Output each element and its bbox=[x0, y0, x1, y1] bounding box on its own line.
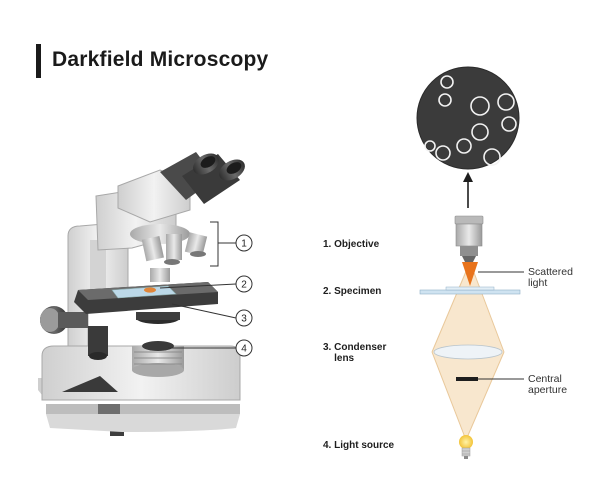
callout-light-source: 4 bbox=[168, 339, 253, 357]
microscope-nosepiece bbox=[130, 224, 208, 265]
microscope-head bbox=[117, 152, 245, 223]
page-title: Darkfield Microscopy bbox=[52, 48, 269, 71]
condenser-lens-icon bbox=[433, 344, 503, 360]
label-objective: 1. Objective bbox=[323, 239, 380, 250]
callout-number-3: 3 bbox=[241, 314, 247, 325]
label-specimen: 2. Specimen bbox=[323, 286, 382, 297]
callout-specimen: 2 bbox=[159, 275, 253, 293]
callout-condenser: 3 bbox=[171, 303, 253, 327]
light-cone-upper bbox=[432, 262, 504, 352]
label-central-aperture: Central aperture bbox=[528, 373, 568, 396]
light-path-schematic bbox=[416, 66, 524, 459]
specimen-slide-icon bbox=[419, 286, 521, 295]
microscope-light-housing bbox=[132, 341, 184, 377]
callout-objective: 1 bbox=[210, 221, 253, 267]
light-cone-lower bbox=[432, 352, 504, 440]
microscope-illustration bbox=[38, 152, 245, 436]
label-scattered-light: Scattered light bbox=[528, 266, 573, 289]
label-condenser-lens: 3. Condenser lens bbox=[323, 342, 387, 364]
central-aperture-icon bbox=[456, 377, 478, 381]
scattered-light-icon bbox=[462, 262, 478, 286]
callout-circle-1 bbox=[235, 234, 253, 252]
up-arrow-icon bbox=[463, 172, 473, 208]
objective-lens-icon bbox=[454, 215, 484, 262]
focus-knob bbox=[40, 306, 108, 360]
microscope-condenser bbox=[136, 312, 180, 324]
callout-number-1: 1 bbox=[241, 239, 247, 250]
callout-circle-3 bbox=[235, 309, 253, 327]
label-light-source: 4. Light source bbox=[323, 440, 395, 451]
callout-number-4: 4 bbox=[241, 344, 247, 355]
callout-circle-2 bbox=[235, 275, 253, 293]
title-accent-bar bbox=[36, 44, 41, 78]
darkfield-view-icon bbox=[416, 66, 520, 170]
light-bulb-icon bbox=[459, 435, 473, 459]
callout-circle-4 bbox=[235, 339, 253, 357]
callout-number-2: 2 bbox=[241, 280, 247, 291]
